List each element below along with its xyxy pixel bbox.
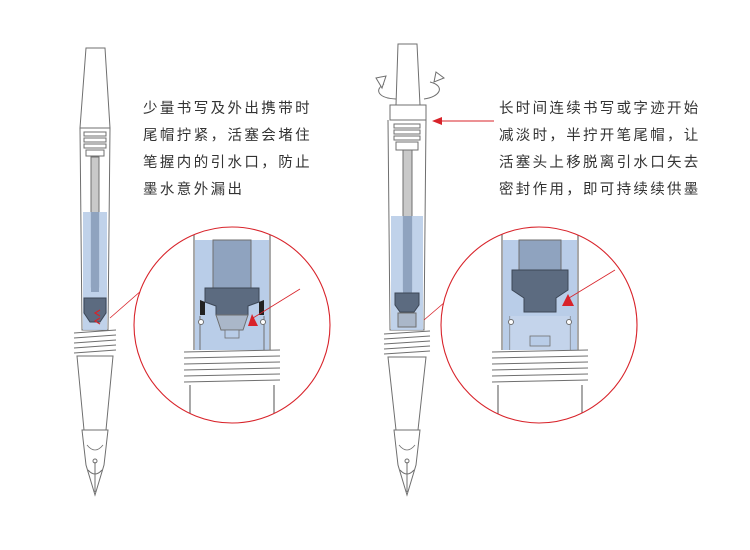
right-caption-line-4: 密封作用，即可持续续供墨 [499,182,701,198]
left-ink-flow-arrow-icon [248,314,258,326]
right-pen-grip-threads [383,330,431,355]
left-pen-top-threads [83,131,107,157]
right-caption-line-3: 活塞头上移脱离引水口矢去 [499,155,701,171]
right-pen [375,43,446,497]
left-caption: 少量书写及外出携带时 尾帽拧紧，活塞会堵住 笔握内的引水口，防止 墨水意外漏出 [143,96,312,204]
right-pen-top-threads [393,123,421,151]
right-caption-line-1: 长时间连续书写或字迹开始 [499,101,701,117]
left-pen [73,47,117,497]
left-pen-piston-head [83,297,107,323]
right-pen-grip [387,356,427,431]
right-caption-line-2: 减淡时，半拧开笔尾帽，让 [499,128,701,144]
left-caption-line-4: 墨水意外漏出 [143,182,245,198]
left-pen-grip-threads [73,329,117,354]
right-pen-blind-cap [395,43,421,106]
right-pen-piston-head [394,292,420,313]
left-pen-nib [81,429,109,497]
pointer-arrow-icon [432,117,494,125]
left-caption-line-2: 尾帽拧紧，活塞会堵住 [143,128,312,144]
right-pen-nib [393,429,421,497]
left-pen-blind-cap [79,47,111,129]
rotate-arrow-icon [375,71,446,100]
left-caption-line-3: 笔握内的引水口，防止 [143,155,312,171]
left-caption-line-1: 少量书写及外出携带时 [143,101,312,117]
left-magnifier [133,226,331,424]
right-ink-flow-arrow-icon [562,294,574,306]
left-pen-grip [76,355,114,431]
right-magnifier [440,226,638,424]
right-caption: 长时间连续书写或字迹开始 减淡时，半拧开笔尾帽，让 活塞头上移脱离引水口矢去 密… [499,96,701,204]
